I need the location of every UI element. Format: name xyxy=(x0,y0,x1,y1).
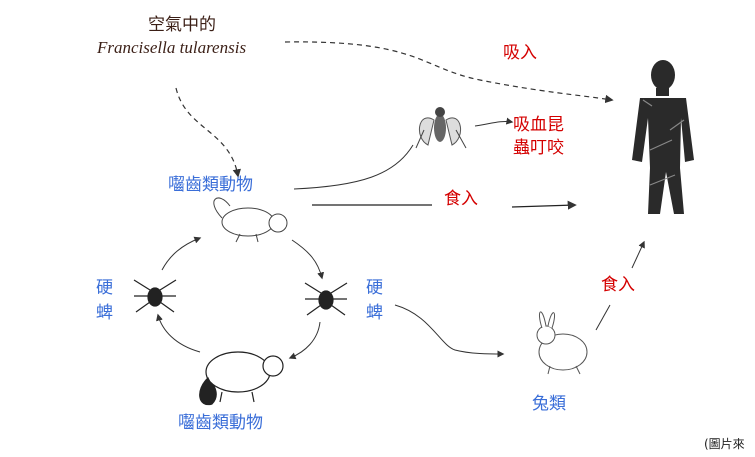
tick-icon-left xyxy=(133,279,177,313)
arrow-rabbit-to-human xyxy=(595,304,611,331)
tick-left-label-line2: 蜱 xyxy=(96,303,113,323)
rabbit-icon xyxy=(536,311,588,375)
insect-bite-label-line1: 吸血昆 xyxy=(513,115,564,135)
insect-bite-label-line2: 蟲叮咬 xyxy=(513,138,564,158)
rabbit-label: 兔類 xyxy=(532,394,566,414)
arrow-air-to-human xyxy=(284,41,614,104)
human-silhouette-icon xyxy=(632,60,694,214)
arrow-rodent-to-tick-right xyxy=(291,239,325,280)
tick-right-label-line2: 蜱 xyxy=(366,303,383,323)
fly-icon xyxy=(415,107,467,149)
airborne-label-line1: 空氣中的 xyxy=(148,15,216,35)
arrow-beaver-to-tick-left xyxy=(156,313,201,353)
arrow-rodent-to-human-segment2 xyxy=(511,200,577,210)
rodent-bottom-label: 囓齒類動物 xyxy=(178,413,263,433)
airborne-label-line2: Francisella tularensis xyxy=(97,38,247,57)
arrow-rodent-to-fly xyxy=(293,144,414,190)
arrow-fly-to-human xyxy=(474,117,514,127)
arrow-tick-to-rabbit xyxy=(394,304,505,358)
tick-left-label-line1: 硬 xyxy=(96,278,113,298)
rodent-top-label: 囓齒類動物 xyxy=(168,175,253,195)
tick-right-label-line1: 硬 xyxy=(366,278,383,298)
squirrel-icon xyxy=(213,197,288,243)
arrow-tick-left-to-rodent xyxy=(161,236,202,271)
source-note: (圖片來 xyxy=(704,437,745,451)
ingestion-rabbit-label: 食入 xyxy=(601,275,635,295)
arrow-air-to-rodent xyxy=(175,87,241,178)
arrow-tick-right-to-beaver xyxy=(288,321,321,360)
ingestion-rodent-label: 食入 xyxy=(444,189,478,209)
tick-icon-right xyxy=(304,282,348,316)
beaver-icon xyxy=(199,351,284,406)
arrow-rabbit-to-human-head xyxy=(631,240,645,269)
inhalation-label: 吸入 xyxy=(503,43,537,63)
